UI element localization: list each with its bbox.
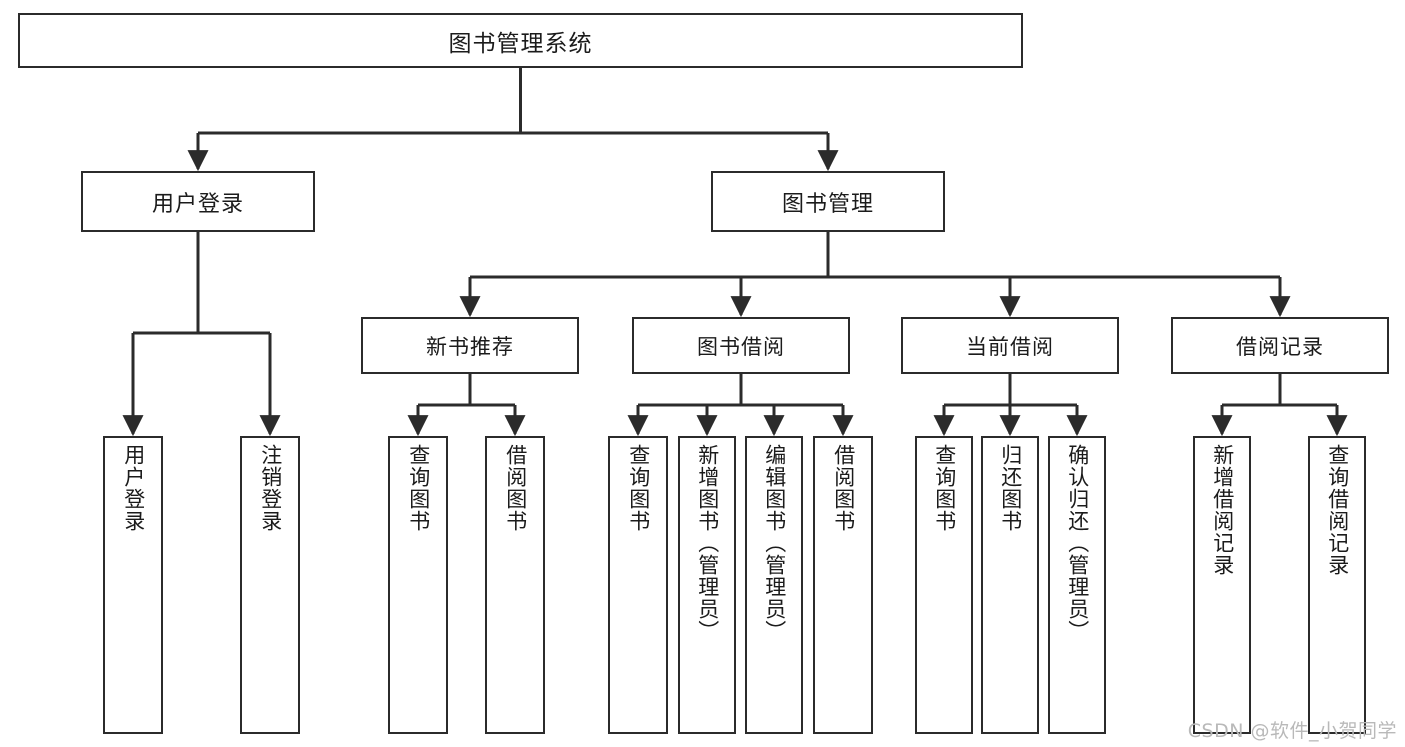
node-leaf-query-book-3-label: 查询图书	[932, 444, 957, 532]
node-root[interactable]: 图书管理系统	[18, 13, 1023, 68]
node-borrow-record[interactable]: 借阅记录	[1171, 317, 1389, 374]
node-leaf-return-book-label: 归还图书	[998, 444, 1023, 532]
node-leaf-confirm-return-label: 确认归还（管理员）	[1065, 444, 1090, 642]
node-leaf-return-book[interactable]: 归还图书	[981, 436, 1039, 734]
node-leaf-borrow-book-2[interactable]: 借阅图书	[813, 436, 873, 734]
node-current-borrow[interactable]: 当前借阅	[901, 317, 1119, 374]
node-leaf-add-record-label: 新增借阅记录	[1210, 444, 1235, 576]
node-book-manage[interactable]: 图书管理	[711, 171, 945, 232]
node-current-borrow-label: 当前借阅	[966, 334, 1054, 359]
node-leaf-query-book-2-label: 查询图书	[626, 444, 651, 532]
watermark-label: CSDN @软件_小贺同学	[1187, 720, 1397, 742]
node-leaf-edit-book-label: 编辑图书（管理员）	[762, 444, 787, 642]
node-leaf-query-book-1[interactable]: 查询图书	[388, 436, 448, 734]
node-user-login-label: 用户登录	[151, 191, 244, 217]
node-leaf-edit-book[interactable]: 编辑图书（管理员）	[745, 436, 803, 734]
node-leaf-add-book-label: 新增图书（管理员）	[695, 444, 720, 642]
node-book-borrow[interactable]: 图书借阅	[632, 317, 850, 374]
node-leaf-logout-label: 注销登录	[258, 444, 283, 532]
node-new-book-rec-label: 新书推荐	[426, 334, 514, 359]
node-leaf-query-book-1-label: 查询图书	[406, 444, 431, 532]
node-leaf-add-record[interactable]: 新增借阅记录	[1193, 436, 1251, 734]
node-book-borrow-label: 图书借阅	[697, 334, 785, 359]
node-leaf-user-login-label: 用户登录	[121, 444, 146, 532]
node-leaf-logout[interactable]: 注销登录	[240, 436, 300, 734]
node-leaf-query-book-2[interactable]: 查询图书	[608, 436, 668, 734]
node-user-login[interactable]: 用户登录	[81, 171, 315, 232]
node-leaf-borrow-book-1[interactable]: 借阅图书	[485, 436, 545, 734]
node-leaf-query-record[interactable]: 查询借阅记录	[1308, 436, 1366, 734]
node-leaf-query-book-3[interactable]: 查询图书	[915, 436, 973, 734]
node-leaf-confirm-return[interactable]: 确认归还（管理员）	[1048, 436, 1106, 734]
node-leaf-query-record-label: 查询借阅记录	[1325, 444, 1350, 576]
node-leaf-borrow-book-2-label: 借阅图书	[831, 444, 856, 532]
node-new-book-rec[interactable]: 新书推荐	[361, 317, 579, 374]
node-book-manage-label: 图书管理	[781, 191, 874, 217]
node-leaf-add-book[interactable]: 新增图书（管理员）	[678, 436, 736, 734]
node-root-label: 图书管理系统	[448, 30, 593, 57]
node-leaf-user-login[interactable]: 用户登录	[103, 436, 163, 734]
node-borrow-record-label: 借阅记录	[1236, 334, 1324, 359]
node-leaf-borrow-book-1-label: 借阅图书	[503, 444, 528, 532]
